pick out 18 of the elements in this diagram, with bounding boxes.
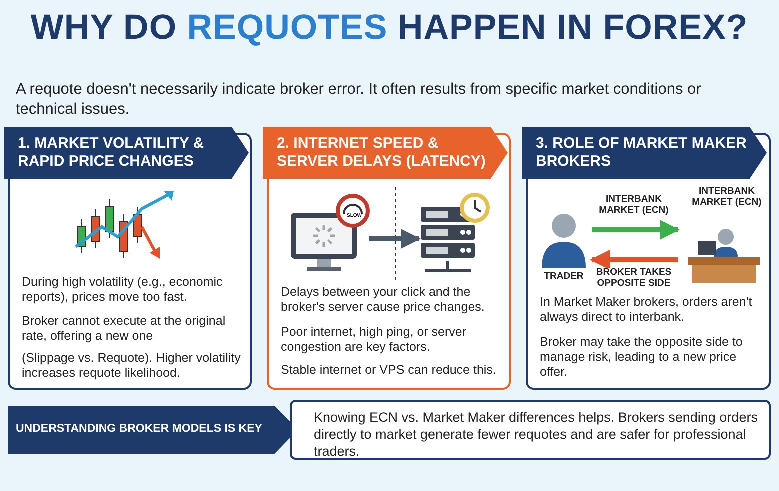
body-text: Delays between your click and the broker's server cause price changes. — [281, 285, 486, 315]
card-heading: 1. MARKET VOLATILITY & RAPID PRICE CHANGES — [4, 127, 249, 179]
page-title: WHY DO REQUOTES HAPPEN IN FOREX? — [30, 8, 750, 48]
body-text: (Slippage vs. Requote). Higher volatility increases requote likelihood. — [22, 351, 242, 381]
card-heading: 3. ROLE OF MARKET MAKER BROKERS — [522, 127, 767, 179]
arrow — [590, 250, 678, 270]
arrow — [592, 220, 680, 240]
body-text: Poor internet, high ping, or server congestion are key factors. — [281, 325, 468, 355]
body-text: In Market Maker brokers, orders aren't always direct to interbank. — [540, 295, 754, 325]
note-text: Knowing ECN vs. Market Maker differences helps. Brokers sending orders directly to market generate fewer requotes and are safer for professional traders. — [290, 400, 771, 460]
node-label: INTERBANK MARKET (ECN) — [692, 187, 762, 209]
intro-text: A requote doesn't necessarily indicate broker error. It often results from specific market conditions or technical issues. — [16, 80, 702, 120]
body-text: Broker may take the opposite side to manage risk, leading to a new price offer. — [540, 335, 744, 380]
arrow — [369, 229, 421, 249]
body-text: Stable internet or VPS can reduce this. — [281, 363, 498, 378]
card-heading: 2. INTERNET SPEED & SERVER DELAYS (LATENCY) — [263, 127, 508, 179]
body-text: Broker cannot execute at the original rate, offering a new one — [22, 314, 227, 344]
body-text: During high volatility (e.g., economic reports), prices move too fast. — [22, 275, 224, 305]
